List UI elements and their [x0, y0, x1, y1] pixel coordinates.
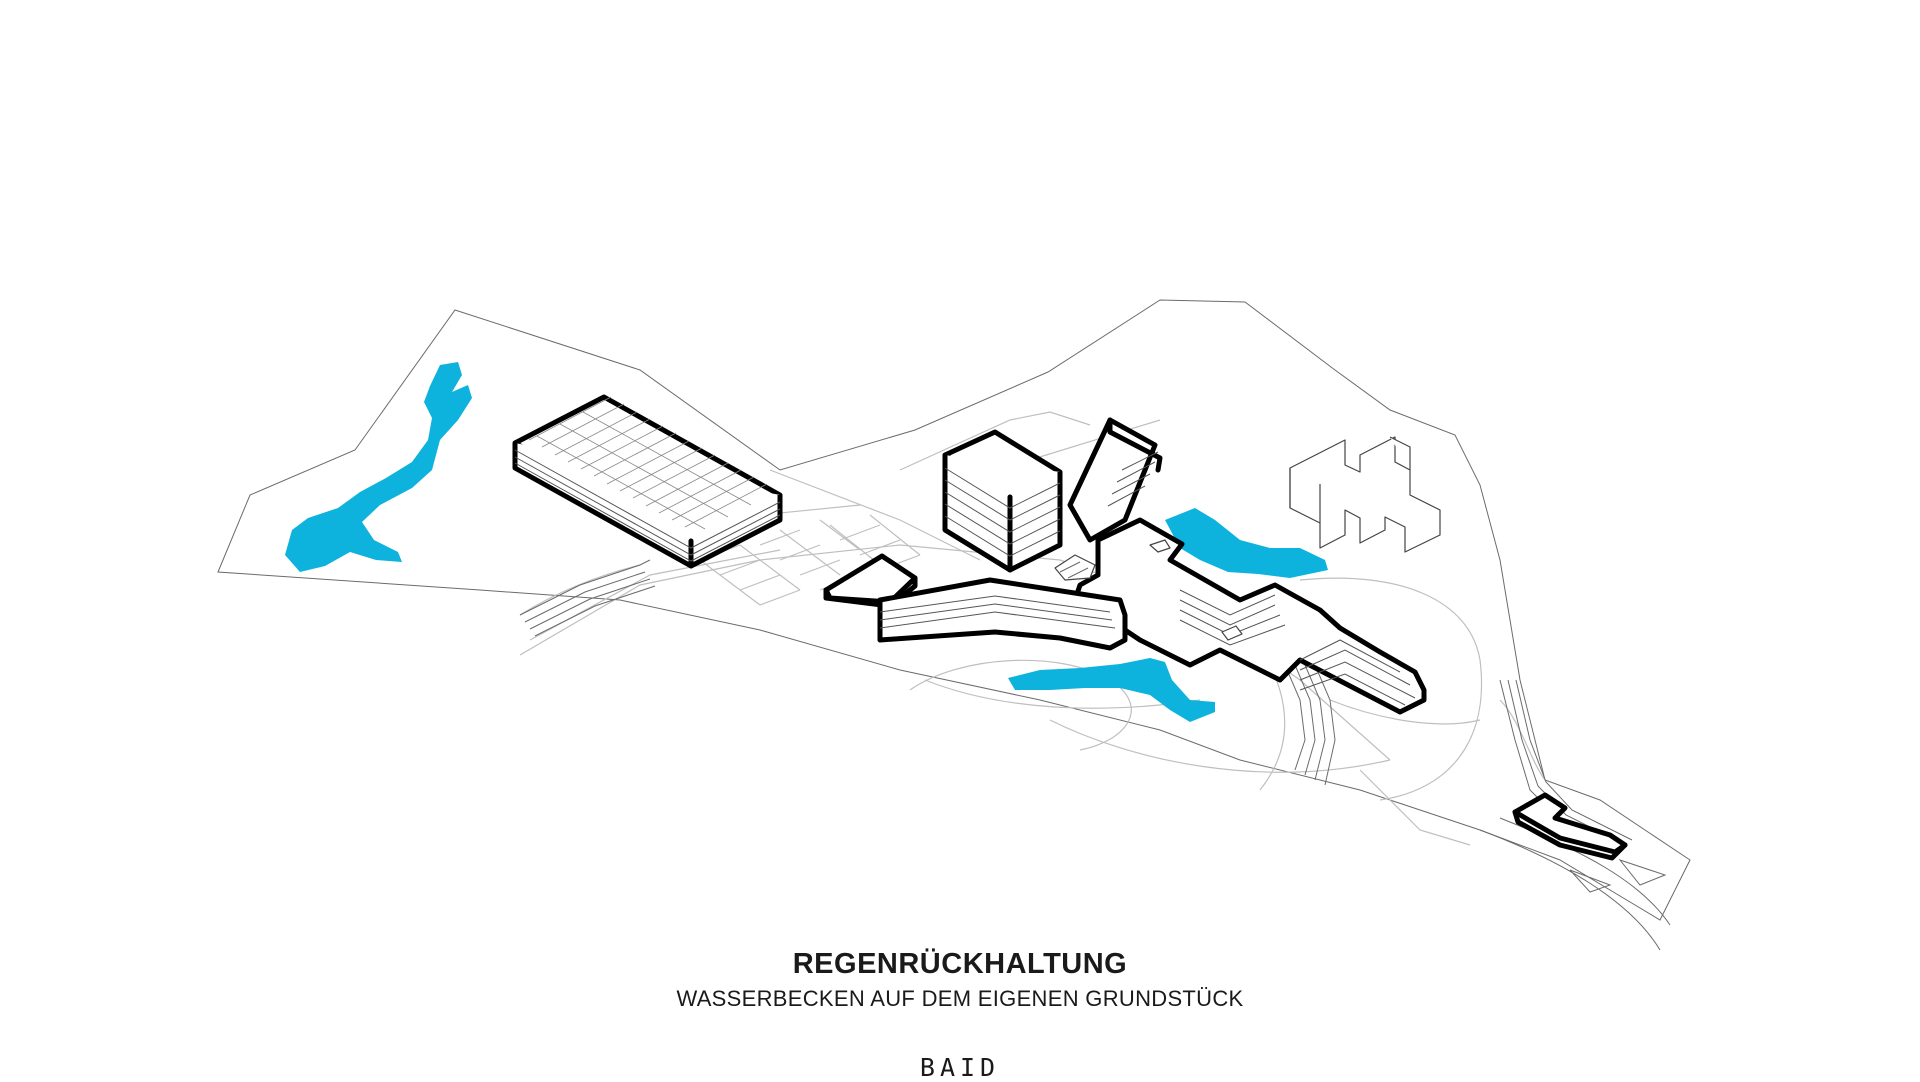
solar-panels	[528, 396, 768, 530]
building-horizontal-wing	[877, 577, 1128, 651]
building-warehouse	[512, 394, 783, 569]
water-basin-north	[1165, 508, 1328, 578]
brand-logo: BAID	[919, 1053, 1001, 1082]
building-slanted-wing	[1067, 417, 1163, 543]
road-edge	[1479, 829, 1661, 951]
pavilion	[1054, 554, 1096, 581]
parking-lot	[699, 514, 921, 606]
existing-building-hshape	[1289, 436, 1441, 553]
building-small-southeast	[1512, 792, 1667, 893]
site-paths	[519, 411, 1546, 846]
water-basin-south	[1008, 658, 1215, 722]
site-boundary	[217, 299, 1691, 921]
diagram-subtitle: WASSERBECKEN AUF DEM EIGENEN GRUNDSTÜCK	[676, 986, 1244, 1011]
water-basins	[285, 362, 1328, 722]
terrain-steps-center	[1284, 664, 1336, 786]
building-tower	[942, 429, 1063, 573]
diagram-title: REGENRÜCKHALTUNG	[792, 948, 1128, 980]
terrain-steps-left	[519, 559, 656, 637]
water-basin-west	[285, 362, 472, 572]
